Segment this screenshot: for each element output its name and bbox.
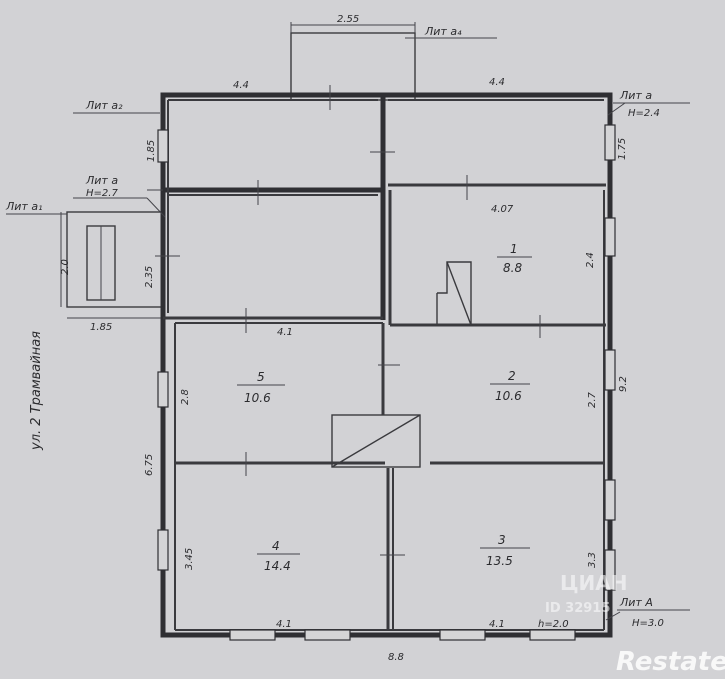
watermarks: ЦИАН ID 32915 Restate [545,571,725,677]
room-1: 1 8.8 [497,242,532,275]
label-lit-a-main-height: Н=2.4 [628,108,660,119]
room-4: 4 14.4 [257,539,300,573]
dim-room4-bottom: 4.1 [276,619,292,630]
dim-top-porch: 2.55 [337,14,359,25]
label-lit-A: Лит А [619,596,653,609]
dim-room3-right: 3.3 [587,552,598,568]
street-name: ул. 2 Трамвайная [29,331,44,451]
dim-room4-left: 3.45 [184,548,195,570]
dim-left-mid: 2.35 [144,266,155,288]
room-2-number: 2 [508,369,516,383]
dim-bottom-total: 8.8 [388,652,404,663]
label-lit-a4: Лит а₄ [424,25,462,38]
door-marks [155,85,541,556]
room-5: 5 10.6 [237,370,285,405]
room-5-number: 5 [257,370,265,384]
room-2-area: 10.6 [495,389,522,403]
dim-right-total: 9.2 [618,376,629,392]
dimensions: 2.55 4.4 4.4 1.85 1.75 2.35 2.0 1.85 4.0… [60,14,629,663]
label-lit-a-mid-height: Н=2.7 [86,188,118,199]
stairs [331,261,472,468]
room-3: 3 13.5 [480,533,530,568]
dim-porch-side: 2.0 [60,259,71,275]
room-3-area: 13.5 [486,554,513,568]
room-2: 2 10.6 [490,369,530,403]
room-1-area: 8.8 [503,261,522,275]
windows [157,124,616,641]
dim-right-upper: 1.75 [617,138,628,160]
room-4-number: 4 [272,539,280,553]
dim-top-left: 4.4 [233,80,249,91]
label-lit-a-main: Лит а [619,89,652,102]
dim-room5-left: 2.8 [180,389,191,405]
label-lit-a1: Лит а₁ [5,200,42,213]
label-lit-a-mid: Лит а [85,174,118,187]
dim-room1-top: 4.07 [491,204,514,215]
dim-porch-bottom: 1.85 [90,322,112,333]
dim-room1-right: 2.4 [585,252,596,268]
room-5-area: 10.6 [244,391,271,405]
dim-room3-bottom: 4.1 [489,619,505,630]
watermark-cian: ЦИАН [560,571,628,595]
leader-lines [6,37,690,621]
dim-height-note: h=2.0 [538,619,569,630]
label-lit-a2: Лит а₂ [85,99,123,112]
liter-labels: Лит а₄ Лит а₂ Лит а Н=2.7 Лит а₁ Лит а Н… [5,25,664,629]
room-3-number: 3 [498,533,506,547]
dim-top-right: 4.4 [489,77,505,88]
watermark-restate: Restate [616,647,725,677]
room-4-area: 14.4 [264,559,291,573]
room-1-number: 1 [510,242,518,256]
watermark-id: ID 32915 [545,601,610,616]
dim-left-total: 6.75 [144,454,155,476]
label-lit-A-height: Н=3.0 [632,618,664,629]
dim-room5-top: 4.1 [277,327,293,338]
dim-left-upper: 1.85 [146,140,157,162]
dim-room2-right: 2.7 [587,391,598,408]
